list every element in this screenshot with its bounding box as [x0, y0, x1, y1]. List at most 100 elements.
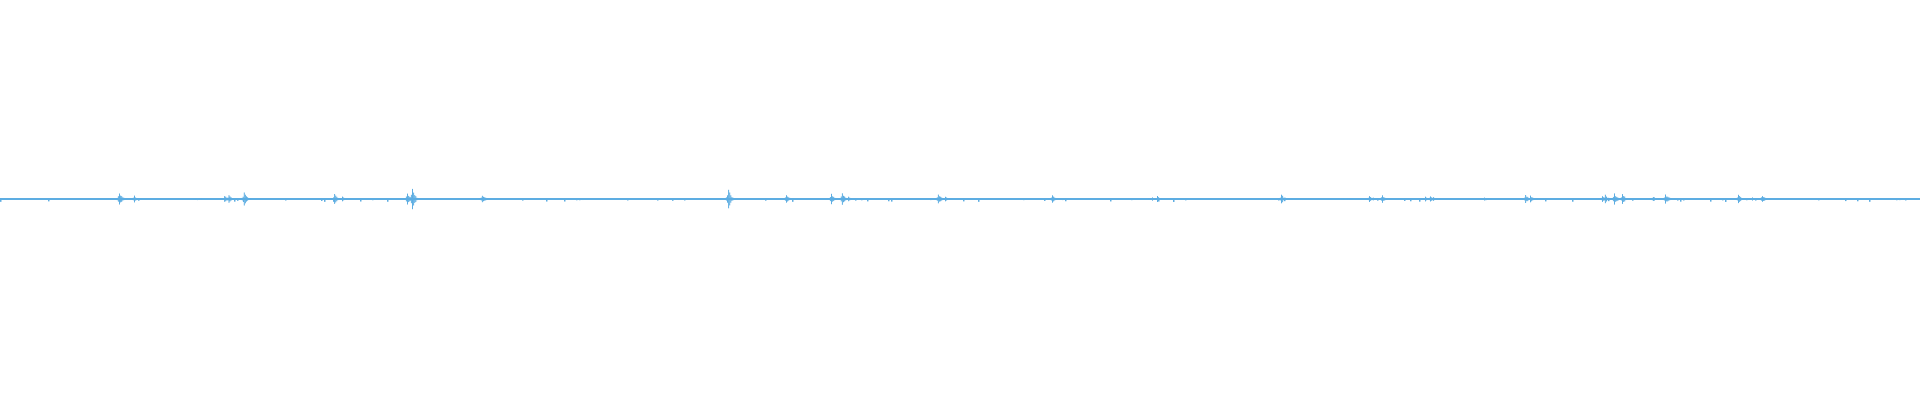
- waveform-burst-bar: [1755, 198, 1757, 200]
- waveform-burst-bar: [1768, 198, 1770, 200]
- waveform-burst-bar: [1628, 198, 1630, 200]
- waveform-burst-bar: [841, 193, 843, 205]
- waveform-burst-bar: [116, 197, 118, 201]
- waveform-noise-tick: [0, 198, 2, 202]
- waveform-burst-bar: [1608, 197, 1610, 201]
- waveform-burst-bar: [1152, 197, 1153, 201]
- waveform-burst-bar: [1375, 198, 1377, 200]
- waveform-burst-bar: [1658, 198, 1660, 200]
- waveform-burst-bar: [1664, 198, 1666, 200]
- waveform-burst-bar: [1288, 198, 1290, 200]
- waveform-burst-bar: [730, 195, 732, 203]
- waveform-burst-bar: [480, 197, 482, 201]
- waveform-burst-bar: [220, 198, 222, 200]
- waveform-burst-bar: [1526, 198, 1528, 200]
- waveform-noise-tick: [1683, 198, 1685, 201]
- waveform-burst-bar: [941, 198, 943, 200]
- waveform-burst-bar: [1345, 198, 1346, 200]
- waveform-burst-bar: [834, 197, 836, 201]
- waveform-burst-bar: [333, 197, 334, 201]
- waveform-noise-tick: [1278, 198, 1280, 201]
- waveform-burst-bar: [1434, 198, 1436, 200]
- waveform-noise-tick: [1044, 198, 1046, 201]
- waveform-burst-bar: [1048, 198, 1050, 200]
- waveform-burst-bar: [1480, 198, 1482, 200]
- waveform-burst-bar: [1619, 198, 1621, 200]
- waveform-burst-bar: [1600, 197, 1602, 201]
- waveform-noise-tick: [1845, 198, 1847, 202]
- waveform-burst-bar: [1050, 197, 1052, 201]
- waveform-burst-bar: [135, 197, 137, 201]
- waveform-burst-bar: [136, 198, 138, 201]
- waveform-burst-bar: [1421, 198, 1423, 200]
- waveform-burst-bar: [1427, 198, 1429, 200]
- waveform-noise-tick: [1818, 198, 1820, 201]
- waveform-burst-bar: [945, 196, 946, 202]
- waveform-burst-bar: [1159, 198, 1161, 200]
- waveform-burst-bar: [1609, 198, 1611, 200]
- waveform-burst-bar: [1423, 198, 1425, 200]
- waveform-noise-tick: [1131, 198, 1133, 201]
- waveform-burst-bar: [1481, 198, 1483, 200]
- waveform-burst-bar: [198, 198, 200, 200]
- waveform-noise-tick: [891, 198, 893, 202]
- waveform-burst-bar: [1767, 198, 1769, 200]
- waveform-noise-tick: [657, 198, 659, 201]
- waveform-burst-bar: [403, 198, 405, 200]
- waveform-burst-bar: [1162, 198, 1164, 200]
- waveform-burst-bar: [791, 198, 793, 200]
- waveform-noise-tick: [888, 198, 890, 202]
- waveform-burst-bar: [1287, 198, 1289, 200]
- waveform-burst-bar: [1744, 198, 1746, 200]
- waveform-burst-bar: [1387, 198, 1389, 200]
- waveform-burst-bar: [1374, 198, 1376, 200]
- waveform-burst-bar: [787, 196, 789, 202]
- waveform-burst-bar: [1365, 198, 1367, 200]
- waveform-burst-bar: [234, 198, 235, 200]
- waveform-burst-bar: [1290, 198, 1291, 200]
- waveform-burst-bar: [732, 197, 734, 201]
- waveform-burst-bar: [1668, 197, 1670, 201]
- waveform-burst-bar: [229, 196, 231, 202]
- waveform-noise-tick: [48, 198, 50, 202]
- waveform-noise-tick: [1419, 198, 1421, 202]
- waveform-burst-bar: [1603, 197, 1605, 201]
- waveform-burst-bar: [1428, 197, 1430, 201]
- waveform-burst-bar: [940, 196, 942, 202]
- waveform-burst-bar: [1366, 198, 1368, 200]
- waveform-burst-bar: [404, 198, 406, 200]
- waveform-burst-bar: [1291, 198, 1293, 200]
- waveform-burst-bar: [1662, 198, 1664, 200]
- waveform-burst-bar: [844, 196, 846, 202]
- waveform-burst-bar: [249, 198, 251, 200]
- waveform-burst-bar: [486, 198, 488, 200]
- waveform-burst-bar: [1432, 198, 1433, 200]
- waveform-burst-bar: [414, 195, 416, 203]
- waveform-noise-tick: [1905, 198, 1907, 201]
- waveform-burst-bar: [782, 198, 784, 200]
- waveform-burst-bar: [837, 198, 839, 200]
- waveform-burst-bar: [228, 195, 230, 203]
- waveform-burst-bar: [1425, 196, 1426, 202]
- waveform-burst-bar: [829, 197, 831, 202]
- waveform-burst-bar: [725, 197, 727, 201]
- waveform-burst-bar: [1369, 196, 1370, 202]
- waveform-burst-bar: [418, 198, 420, 200]
- waveform-burst-bar: [1346, 198, 1348, 200]
- waveform-noise-tick: [1185, 198, 1187, 201]
- waveform-burst-bar: [1754, 198, 1756, 200]
- waveform-noise-tick: [1746, 198, 1748, 201]
- waveform-burst-bar: [1380, 197, 1382, 201]
- waveform-burst-bar: [827, 198, 829, 200]
- waveform-burst-bar: [1376, 198, 1378, 200]
- waveform-burst-bar: [193, 198, 195, 200]
- waveform-burst-bar: [124, 198, 126, 200]
- waveform-burst-bar: [734, 198, 736, 200]
- waveform-burst-bar: [130, 198, 132, 200]
- waveform-burst-bar: [1370, 198, 1372, 200]
- waveform-burst-bar: [1347, 198, 1349, 200]
- waveform-noise-tick: [1899, 198, 1901, 201]
- waveform-burst-bar: [231, 198, 233, 200]
- waveform-burst-bar: [1762, 196, 1763, 202]
- waveform-noise-tick: [1404, 198, 1406, 201]
